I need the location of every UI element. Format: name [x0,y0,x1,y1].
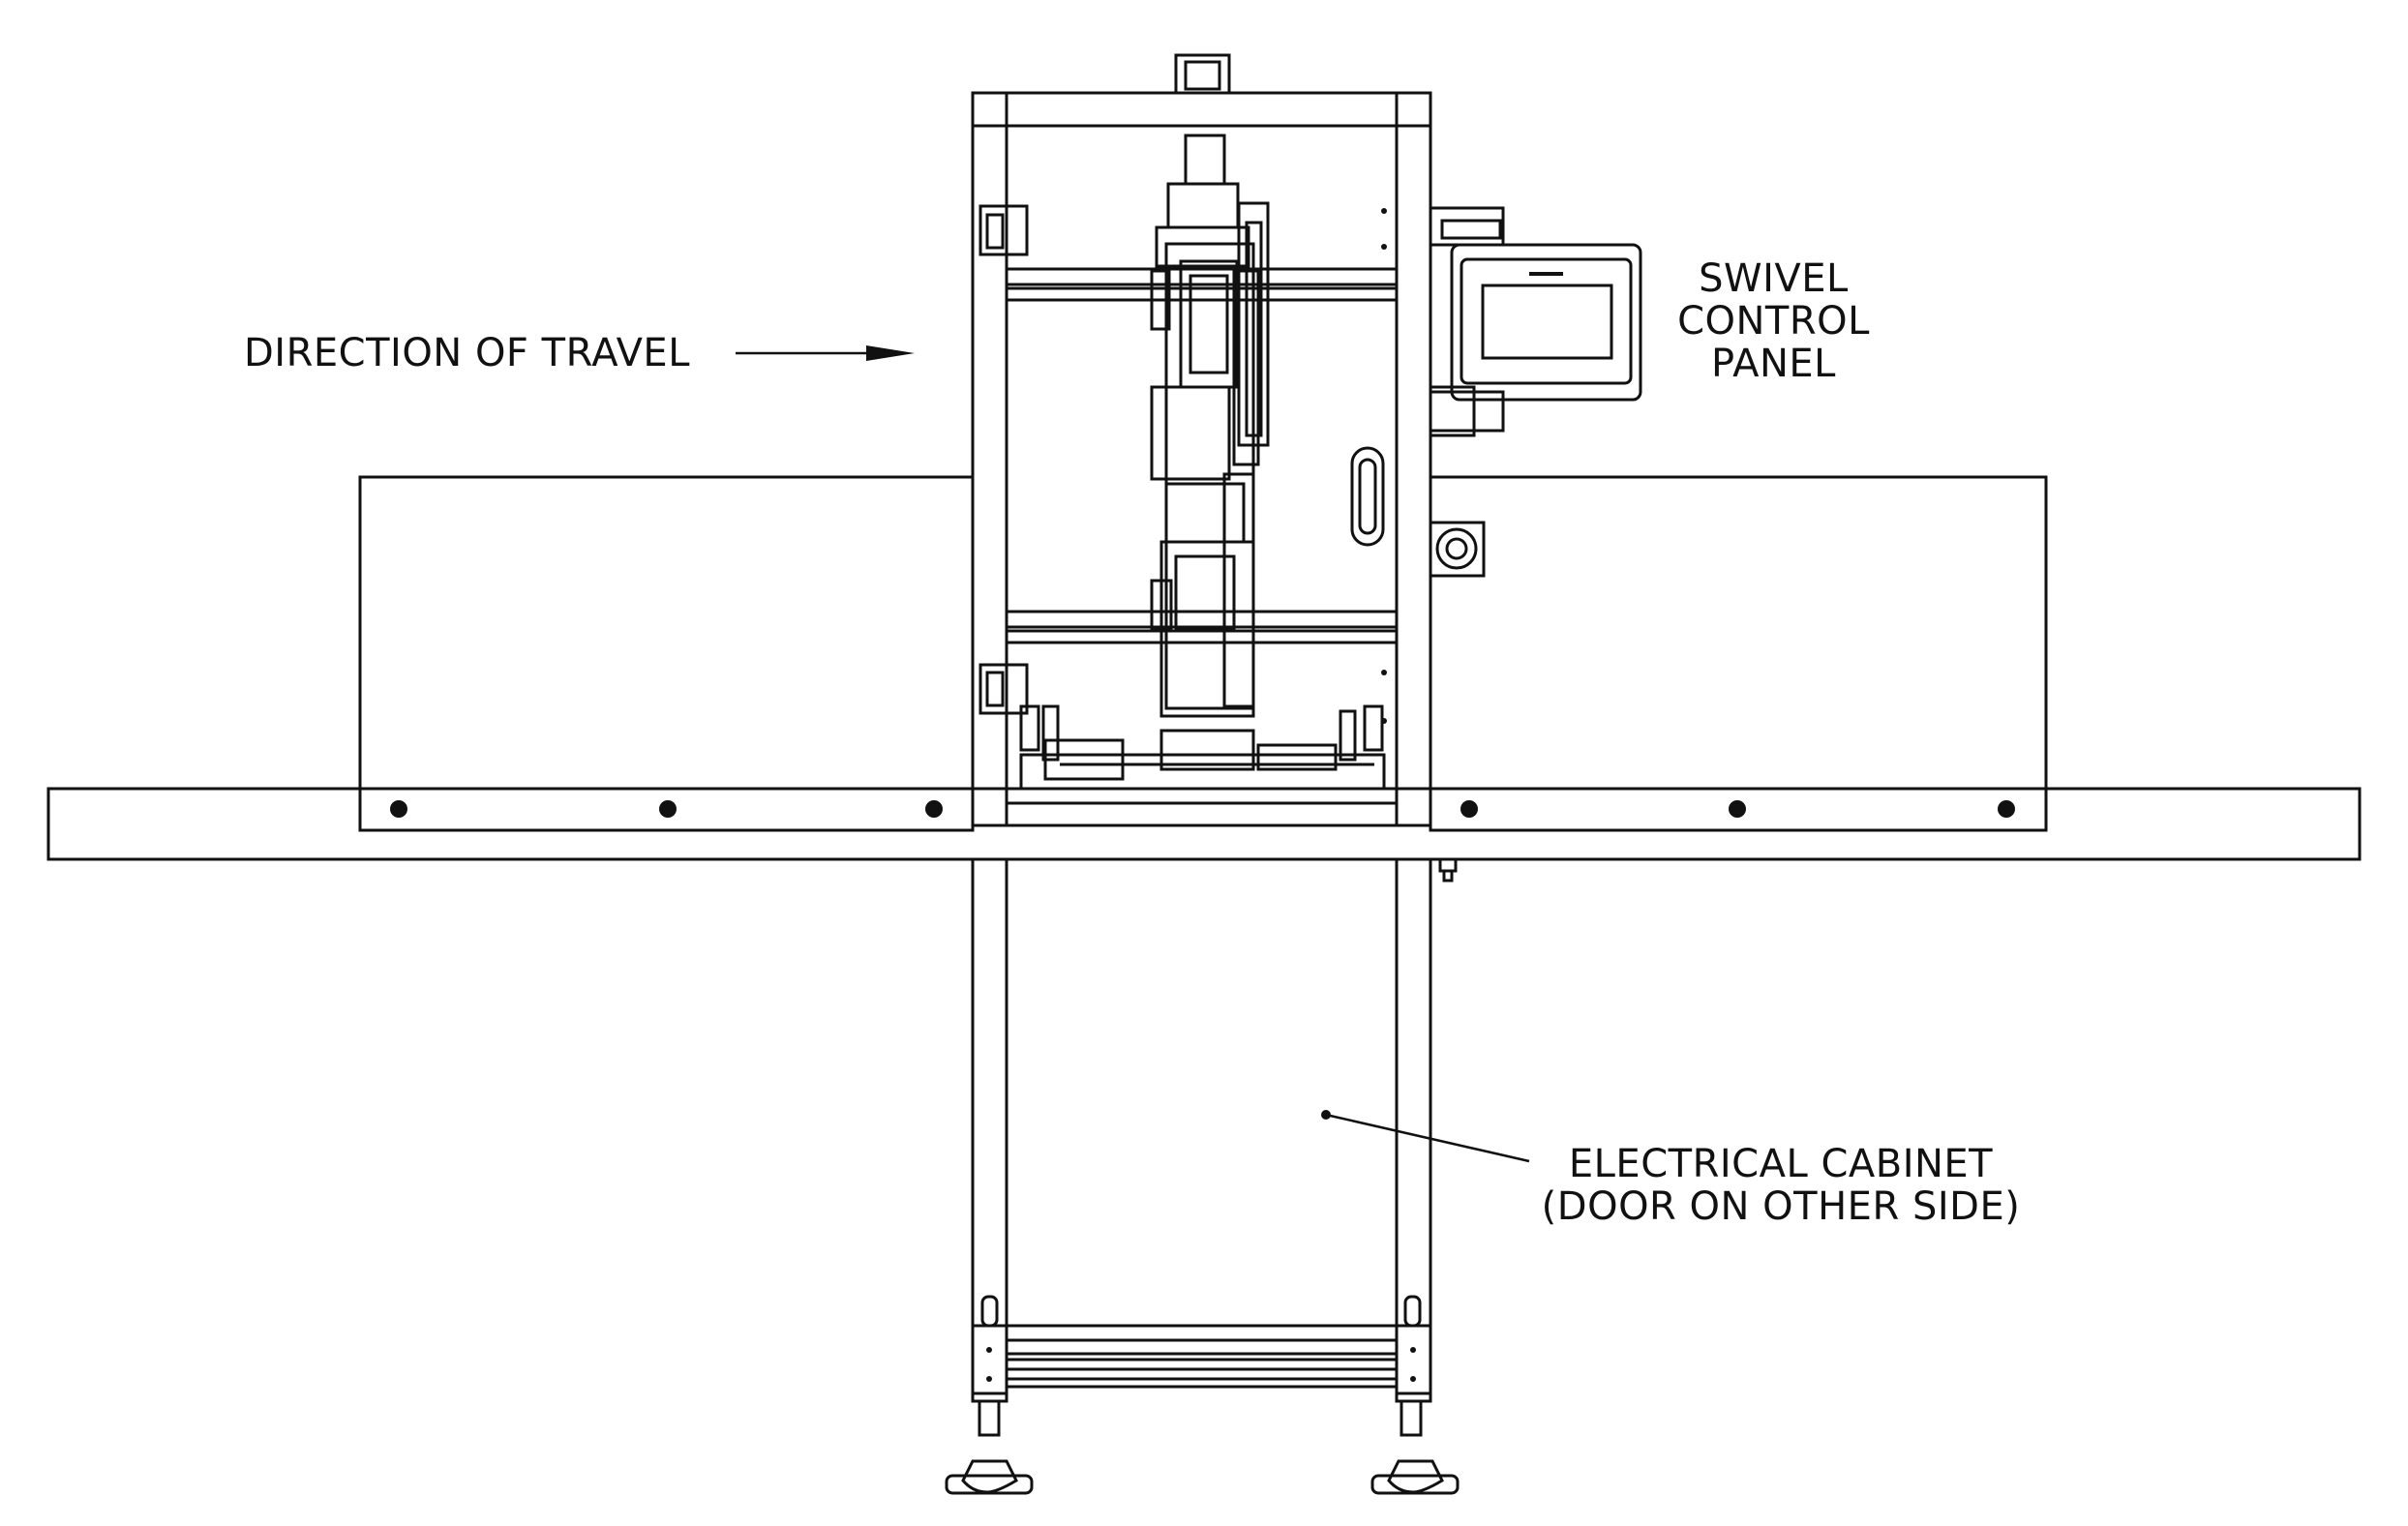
electrical-cabinet-label: ELECTRICAL CABINET (DOOR ON OTHER SIDE) [1510,1143,2052,1228]
direction-of-travel-label: DIRECTION OF TRAVEL [244,331,690,375]
guard-bolt [659,800,677,818]
right-side-guard [1429,475,2048,832]
left-side-guard [358,475,975,832]
door-handle [1350,446,1385,547]
label-line: (DOOR ON OTHER SIDE) [1541,1184,2021,1229]
direction-arrow-head [866,345,915,361]
label-line: SWIVEL [1699,256,1849,301]
swivel-control-panel [1450,243,1642,402]
guard-bolt [925,800,943,818]
guard-bolt [1729,800,1746,818]
panel-screen [1481,284,1613,360]
label-line: ELECTRICAL CABINET [1568,1142,1994,1186]
cabinet-leader-dot [1321,1110,1331,1120]
right-leg [1395,857,1432,1403]
guard-bolt [1460,800,1478,818]
hinge-upper [978,204,1029,256]
swivel-control-panel-label: SWIVEL CONTROL PANEL [1645,257,1902,385]
e-stop-mount [1429,521,1486,578]
guard-bolt [390,800,407,818]
fixture-base [1005,787,1399,805]
guard-bolt [1998,800,2015,818]
cabinet-leader-line [1325,1113,1530,1163]
label-line: CONTROL [1677,299,1870,344]
left-leg [971,857,1008,1403]
e-stop-button [1435,527,1478,570]
label-line: PANEL [1711,342,1836,386]
top-mount [1174,53,1231,95]
hinge-lower [978,663,1029,715]
vertical-actuator [1184,134,1226,186]
